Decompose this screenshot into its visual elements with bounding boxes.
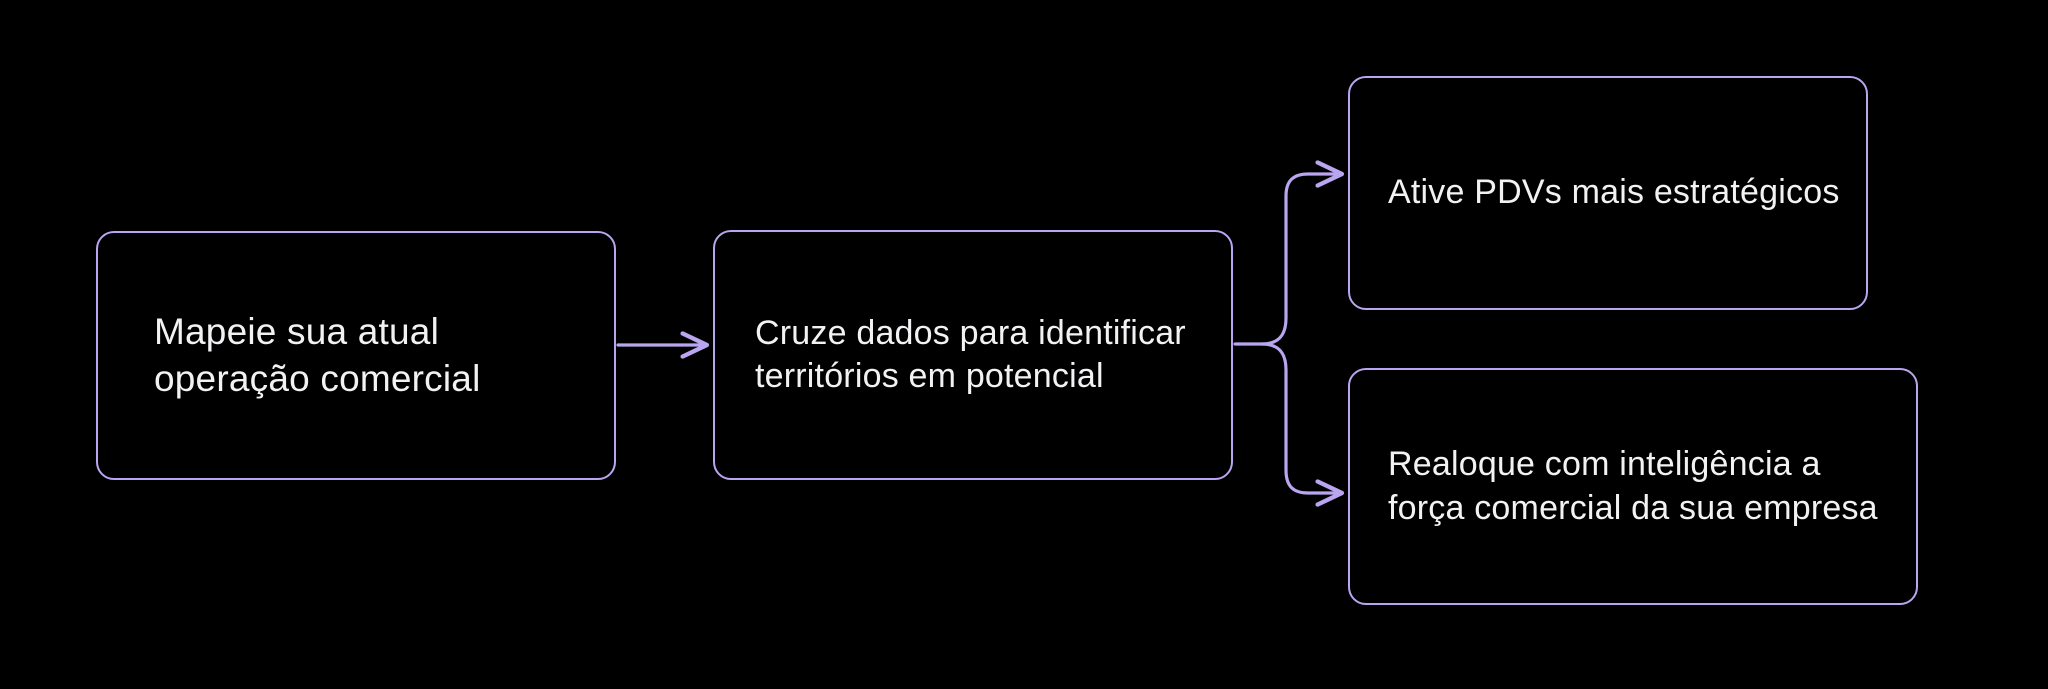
flow-node-cruze-dados[interactable]: Cruze dados para identificar territórios… <box>713 230 1233 480</box>
flow-node-ative-pdvs-label: Ative PDVs mais estratégicos <box>1388 173 1840 212</box>
flow-node-realoque[interactable]: Realoque com inteligência a força comerc… <box>1348 368 1918 605</box>
flow-node-realoque-label: Realoque com inteligência a força comerc… <box>1388 445 1878 527</box>
edge-node2-to-node3 <box>1260 174 1340 346</box>
flow-node-cruze-dados-label: Cruze dados para identificar territórios… <box>755 313 1186 395</box>
flow-node-ative-pdvs[interactable]: Ative PDVs mais estratégicos <box>1348 76 1868 310</box>
edge-node2-to-node4 <box>1260 342 1340 493</box>
flow-node-mapeie[interactable]: Mapeie sua atual operação comercial <box>96 231 616 480</box>
flow-node-mapeie-label: Mapeie sua atual operação comercial <box>154 311 481 399</box>
